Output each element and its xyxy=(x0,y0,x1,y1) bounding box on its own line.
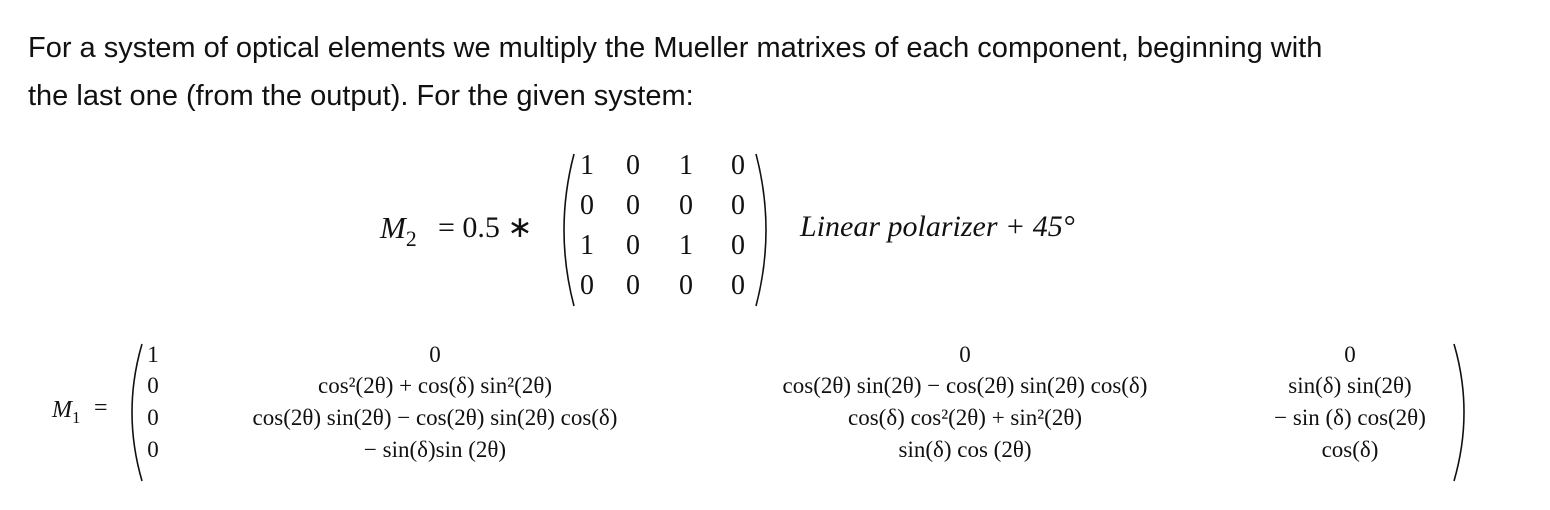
m2-cell: 1 xyxy=(679,150,693,181)
m1-cell: 0 xyxy=(147,405,159,430)
m2-cell: 0 xyxy=(679,190,693,221)
m1-equals: = xyxy=(94,395,108,421)
m1-cell: 0 xyxy=(959,342,971,367)
m2-cell: 0 xyxy=(731,270,745,301)
intro-line-1: For a system of optical elements we mult… xyxy=(28,32,1323,64)
m1-cell: cos(2θ) sin(2θ) − cos(2θ) sin(2θ) cos(δ) xyxy=(252,405,618,430)
m2-label-text: Linear polarizer + 45° xyxy=(800,210,1075,243)
m1-cell: 0 xyxy=(147,373,159,398)
m1-cell: sin(δ) sin(2θ) xyxy=(1288,373,1412,398)
m1-right-paren xyxy=(1453,343,1465,482)
m2-cell: 0 xyxy=(626,270,640,301)
m1-lhs: M1 xyxy=(52,397,81,427)
m1-cell: − sin (δ) cos(2θ) xyxy=(1274,405,1426,430)
m2-cell: 0 xyxy=(626,190,640,221)
m1-cell: 0 xyxy=(1344,342,1356,367)
m2-cell: 0 xyxy=(731,230,745,261)
m1-cell: sin(δ) cos (2θ) xyxy=(898,437,1032,462)
intro-paragraph: For a system of optical elements we mult… xyxy=(28,24,1508,120)
m2-symbol: M xyxy=(380,210,406,245)
m2-cell: 0 xyxy=(679,270,693,301)
m1-subscript: 1 xyxy=(72,407,81,427)
m2-right-paren xyxy=(755,153,767,307)
m2-cell: 0 xyxy=(731,190,745,221)
m2-cell: 0 xyxy=(731,150,745,181)
m2-cell: 1 xyxy=(580,230,594,261)
m1-cell: − sin(δ)sin (2θ) xyxy=(363,437,507,462)
m2-lhs: M2 xyxy=(380,210,417,251)
m1-left-paren xyxy=(131,343,143,482)
m2-cell: 0 xyxy=(626,230,640,261)
intro-line-2: the last one (from the output). For the … xyxy=(28,80,694,112)
m2-label: Linear polarizer + 45° xyxy=(800,210,1075,244)
m1-cell: 0 xyxy=(147,437,159,462)
m1-cell: cos²(2θ) + cos(δ) sin²(2θ) xyxy=(318,373,552,398)
m2-cell: 0 xyxy=(626,150,640,181)
m2-cell: 1 xyxy=(580,150,594,181)
m2-cell: 0 xyxy=(580,190,594,221)
m1-symbol: M xyxy=(52,397,72,423)
m2-scalar: = 0.5 ∗ xyxy=(438,211,533,244)
m1-cell: cos(δ) cos²(2θ) + sin²(2θ) xyxy=(848,405,1082,430)
m2-cell: 1 xyxy=(679,230,693,261)
m2-cell: 0 xyxy=(580,270,594,301)
m1-cell: 1 xyxy=(147,342,159,367)
m2-left-paren xyxy=(563,153,575,307)
m1-cell: 0 xyxy=(429,342,441,367)
m1-cell: cos(2θ) sin(2θ) − cos(2θ) sin(2θ) cos(δ) xyxy=(782,373,1148,398)
m2-subscript: 2 xyxy=(405,226,417,251)
m1-cell: cos(δ) xyxy=(1321,437,1379,462)
